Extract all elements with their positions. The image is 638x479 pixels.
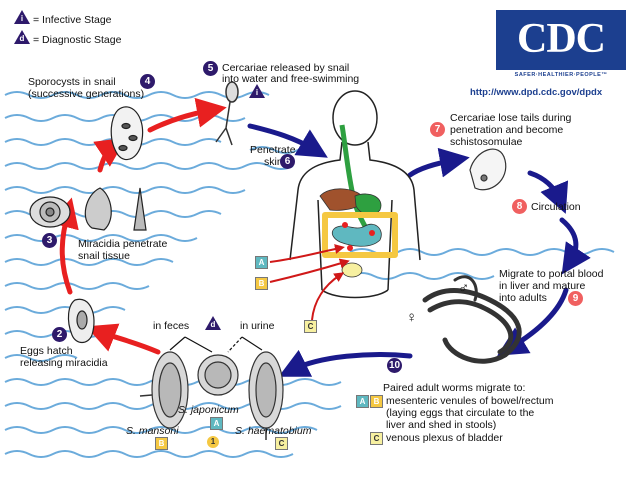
mansoni-label: S. mansoni xyxy=(126,425,179,437)
step1-badge: 1 xyxy=(207,436,219,448)
step10-label-line1: Paired adult worms migrate to: xyxy=(383,382,526,394)
step8-label: Circulation xyxy=(531,201,581,213)
step9-label-line1: Migrate to portal blood xyxy=(499,268,604,280)
organ-arrows xyxy=(269,244,350,321)
step10-label-line5: venous plexus of bladder xyxy=(386,432,503,444)
cercaria xyxy=(215,81,239,146)
organ-C-square: C xyxy=(304,320,317,333)
male-symbol: ♂ xyxy=(458,280,470,297)
step9-label-line3: into adults xyxy=(499,292,547,304)
haematobium-C-square: C xyxy=(275,437,288,450)
mansoni-B-square: B xyxy=(155,437,168,450)
miracidium xyxy=(67,298,95,344)
step10-badge: 10 xyxy=(387,358,402,373)
label-A-square: A xyxy=(356,395,369,408)
snails xyxy=(29,187,147,231)
label-C-square: C xyxy=(370,432,383,445)
step9-badge: 9 xyxy=(568,291,583,306)
step4-badge: 4 xyxy=(140,74,155,89)
step4-label-line2: (successive generations) xyxy=(28,88,145,100)
in-urine-label: in urine xyxy=(240,320,275,332)
step10-label-line4: liver and shed in stools) xyxy=(386,419,497,431)
step10-label-line3: (laying eggs that circulate to the xyxy=(386,407,535,419)
female-symbol: ♀ xyxy=(406,309,418,326)
cdc-logo: CDC SAFER·HEALTHIER·PEOPLE™ xyxy=(496,10,626,82)
haematobium-label: S. haematobium xyxy=(235,425,312,437)
cdc-logo-tagline: SAFER·HEALTHIER·PEOPLE™ xyxy=(514,72,608,78)
step5-badge: 5 xyxy=(203,61,218,76)
step2-label-line1: Eggs hatch xyxy=(20,345,73,357)
step5-label-line1: Cercariae released by snail xyxy=(222,62,350,74)
step10-label-line2: mesenteric venules of bowel/rectum xyxy=(386,395,554,407)
eggs xyxy=(139,351,284,440)
human-organs xyxy=(319,124,398,278)
step7-label-line1: Cercariae lose tails during xyxy=(450,112,572,124)
step6-badge: 6 xyxy=(280,154,295,169)
organ-A-square: A xyxy=(255,256,268,269)
cdc-url[interactable]: http://www.dpd.cdc.gov/dpdx xyxy=(470,87,603,98)
step2-badge: 2 xyxy=(52,327,67,342)
organ-B-square: B xyxy=(255,277,268,290)
cdc-logo-letters: CDC xyxy=(517,16,606,62)
in-feces-label: in feces xyxy=(153,320,190,332)
legend-infective-label: = Infective Stage xyxy=(33,14,112,26)
step6-label-line2: skin xyxy=(264,156,283,168)
cdc-logo-box xyxy=(496,10,626,70)
step3-label-line2: snail tissue xyxy=(78,250,130,262)
step7-badge: 7 xyxy=(430,122,445,137)
japonicum-label: S. japonicum xyxy=(178,404,239,416)
legend-diagnostic-label: = Diagnostic Stage xyxy=(33,34,122,46)
egg-connectors xyxy=(169,336,263,353)
step8-badge: 8 xyxy=(512,199,527,214)
schistosomulum xyxy=(469,148,507,191)
adult-worms xyxy=(422,275,522,364)
step4-label-line1: Sporocysts in snail xyxy=(28,76,116,88)
label-B-square: B xyxy=(370,395,383,408)
step7-label-line3: schistosomulae xyxy=(450,136,523,148)
step6-label-line1: Penetrate xyxy=(250,144,296,156)
step3-badge: 3 xyxy=(42,233,57,248)
step2-label-line2: releasing miracidia xyxy=(20,357,108,369)
japonicum-A-square: A xyxy=(210,417,223,430)
blue-arrows xyxy=(247,123,591,377)
step7-label-line2: penetration and become xyxy=(450,124,564,136)
step9-label-line2: in liver and mature xyxy=(499,280,586,292)
step3-label-line1: Miracidia penetrate xyxy=(78,238,168,250)
sporocyst xyxy=(110,106,144,161)
step5-label-line2: into water and free-swimming xyxy=(222,73,360,85)
